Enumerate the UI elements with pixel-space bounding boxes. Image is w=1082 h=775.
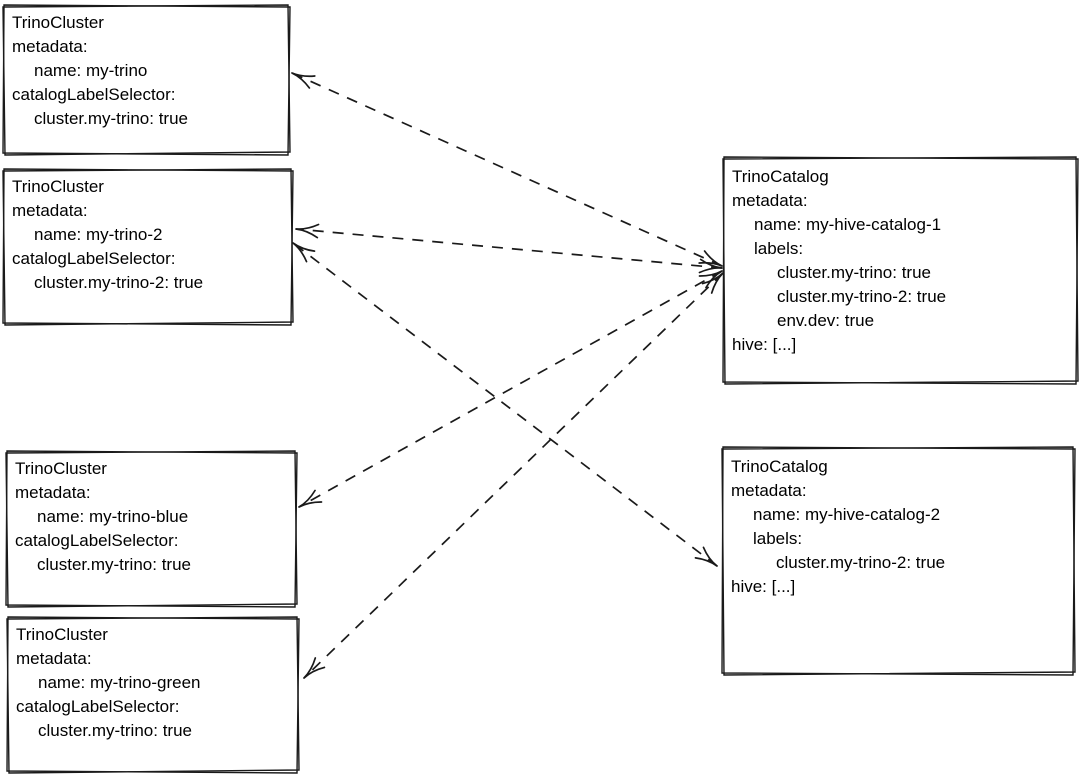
box-line: metadata: bbox=[731, 481, 807, 500]
edge-my-hive-catalog-2-to-my-trino-2 bbox=[292, 242, 718, 567]
trinocluster-my-trino-blue-box: TrinoCluster metadata: name: my-trino-bl… bbox=[6, 451, 297, 607]
trinocluster-my-trino-green-box-border bbox=[6, 616, 300, 774]
box-line: name: my-hive-catalog-2 bbox=[753, 505, 941, 524]
box-line: TrinoCluster bbox=[16, 625, 108, 644]
trinocluster-my-trino-box: TrinoCluster metadata: name: my-trino ca… bbox=[3, 5, 290, 155]
arrowhead bbox=[292, 242, 718, 567]
box-line: hive: [...] bbox=[731, 577, 796, 596]
box-line: TrinoCatalog bbox=[732, 167, 829, 186]
box-line: catalogLabelSelector: bbox=[15, 531, 179, 550]
box-line: metadata: bbox=[12, 201, 88, 220]
box-line: catalogLabelSelector: bbox=[16, 697, 180, 716]
box-line: cluster.my-trino-2: true bbox=[777, 287, 947, 306]
box-line: name: my-trino-blue bbox=[37, 507, 189, 526]
box-line: TrinoCluster bbox=[12, 177, 104, 196]
box-line: cluster.my-trino: true bbox=[777, 263, 931, 282]
box-line: catalogLabelSelector: bbox=[12, 249, 176, 268]
box-line: name: my-hive-catalog-1 bbox=[754, 215, 942, 234]
edge-my-hive-catalog-1-to-my-trino-blue bbox=[298, 270, 723, 508]
trinocluster-my-trino-2-box-border bbox=[2, 168, 294, 326]
arrowhead bbox=[298, 270, 723, 508]
edge-my-hive-catalog-1-to-my-trino-2 bbox=[295, 223, 723, 274]
box-line: TrinoCluster bbox=[15, 459, 107, 478]
arrowhead bbox=[295, 223, 723, 274]
box-line: TrinoCluster bbox=[12, 13, 104, 32]
arrowhead bbox=[291, 72, 723, 267]
box-line: cluster.my-trino: true bbox=[34, 109, 188, 128]
box-line: name: my-trino-2 bbox=[34, 225, 163, 244]
edge-my-hive-catalog-1-to-my-trino bbox=[291, 72, 723, 267]
trinocatalog-my-hive-catalog-1-box-border bbox=[722, 156, 1079, 385]
trinocluster-my-trino-2-box: TrinoCluster metadata: name: my-trino-2 … bbox=[3, 169, 293, 325]
box-line: cluster.my-trino-2: true bbox=[34, 273, 204, 292]
box-line: name: my-trino-green bbox=[38, 673, 201, 692]
trinocluster-my-trino-blue-box-border bbox=[5, 450, 298, 608]
box-line: hive: [...] bbox=[732, 335, 797, 354]
box-line: metadata: bbox=[15, 483, 91, 502]
edge-my-hive-catalog-1-to-my-trino-green bbox=[303, 272, 724, 679]
box-line: metadata: bbox=[16, 649, 92, 668]
box-line: labels: bbox=[754, 239, 804, 258]
arrows-group bbox=[291, 72, 724, 679]
box-line: cluster.my-trino-2: true bbox=[776, 553, 946, 572]
trinocatalog-my-hive-catalog-2-box: TrinoCatalog metadata: name: my-hive-cat… bbox=[722, 447, 1075, 675]
box-line: cluster.my-trino: true bbox=[37, 555, 191, 574]
trinocatalog-my-hive-catalog-2-box-border bbox=[721, 446, 1076, 676]
box-line: metadata: bbox=[732, 191, 808, 210]
box-line: name: my-trino bbox=[34, 61, 148, 80]
box-line: cluster.my-trino: true bbox=[38, 721, 192, 740]
box-line: catalogLabelSelector: bbox=[12, 85, 176, 104]
box-line: metadata: bbox=[12, 37, 88, 56]
trinocluster-my-trino-green-box: TrinoCluster metadata: name: my-trino-gr… bbox=[7, 617, 299, 773]
box-line: labels: bbox=[753, 529, 803, 548]
box-line: TrinoCatalog bbox=[731, 457, 828, 476]
trinocatalog-my-hive-catalog-1-box: TrinoCatalog metadata: name: my-hive-cat… bbox=[723, 157, 1078, 384]
arrowhead bbox=[303, 272, 724, 679]
trinocluster-my-trino-box-border bbox=[2, 4, 291, 156]
box-line: env.dev: true bbox=[777, 311, 875, 330]
